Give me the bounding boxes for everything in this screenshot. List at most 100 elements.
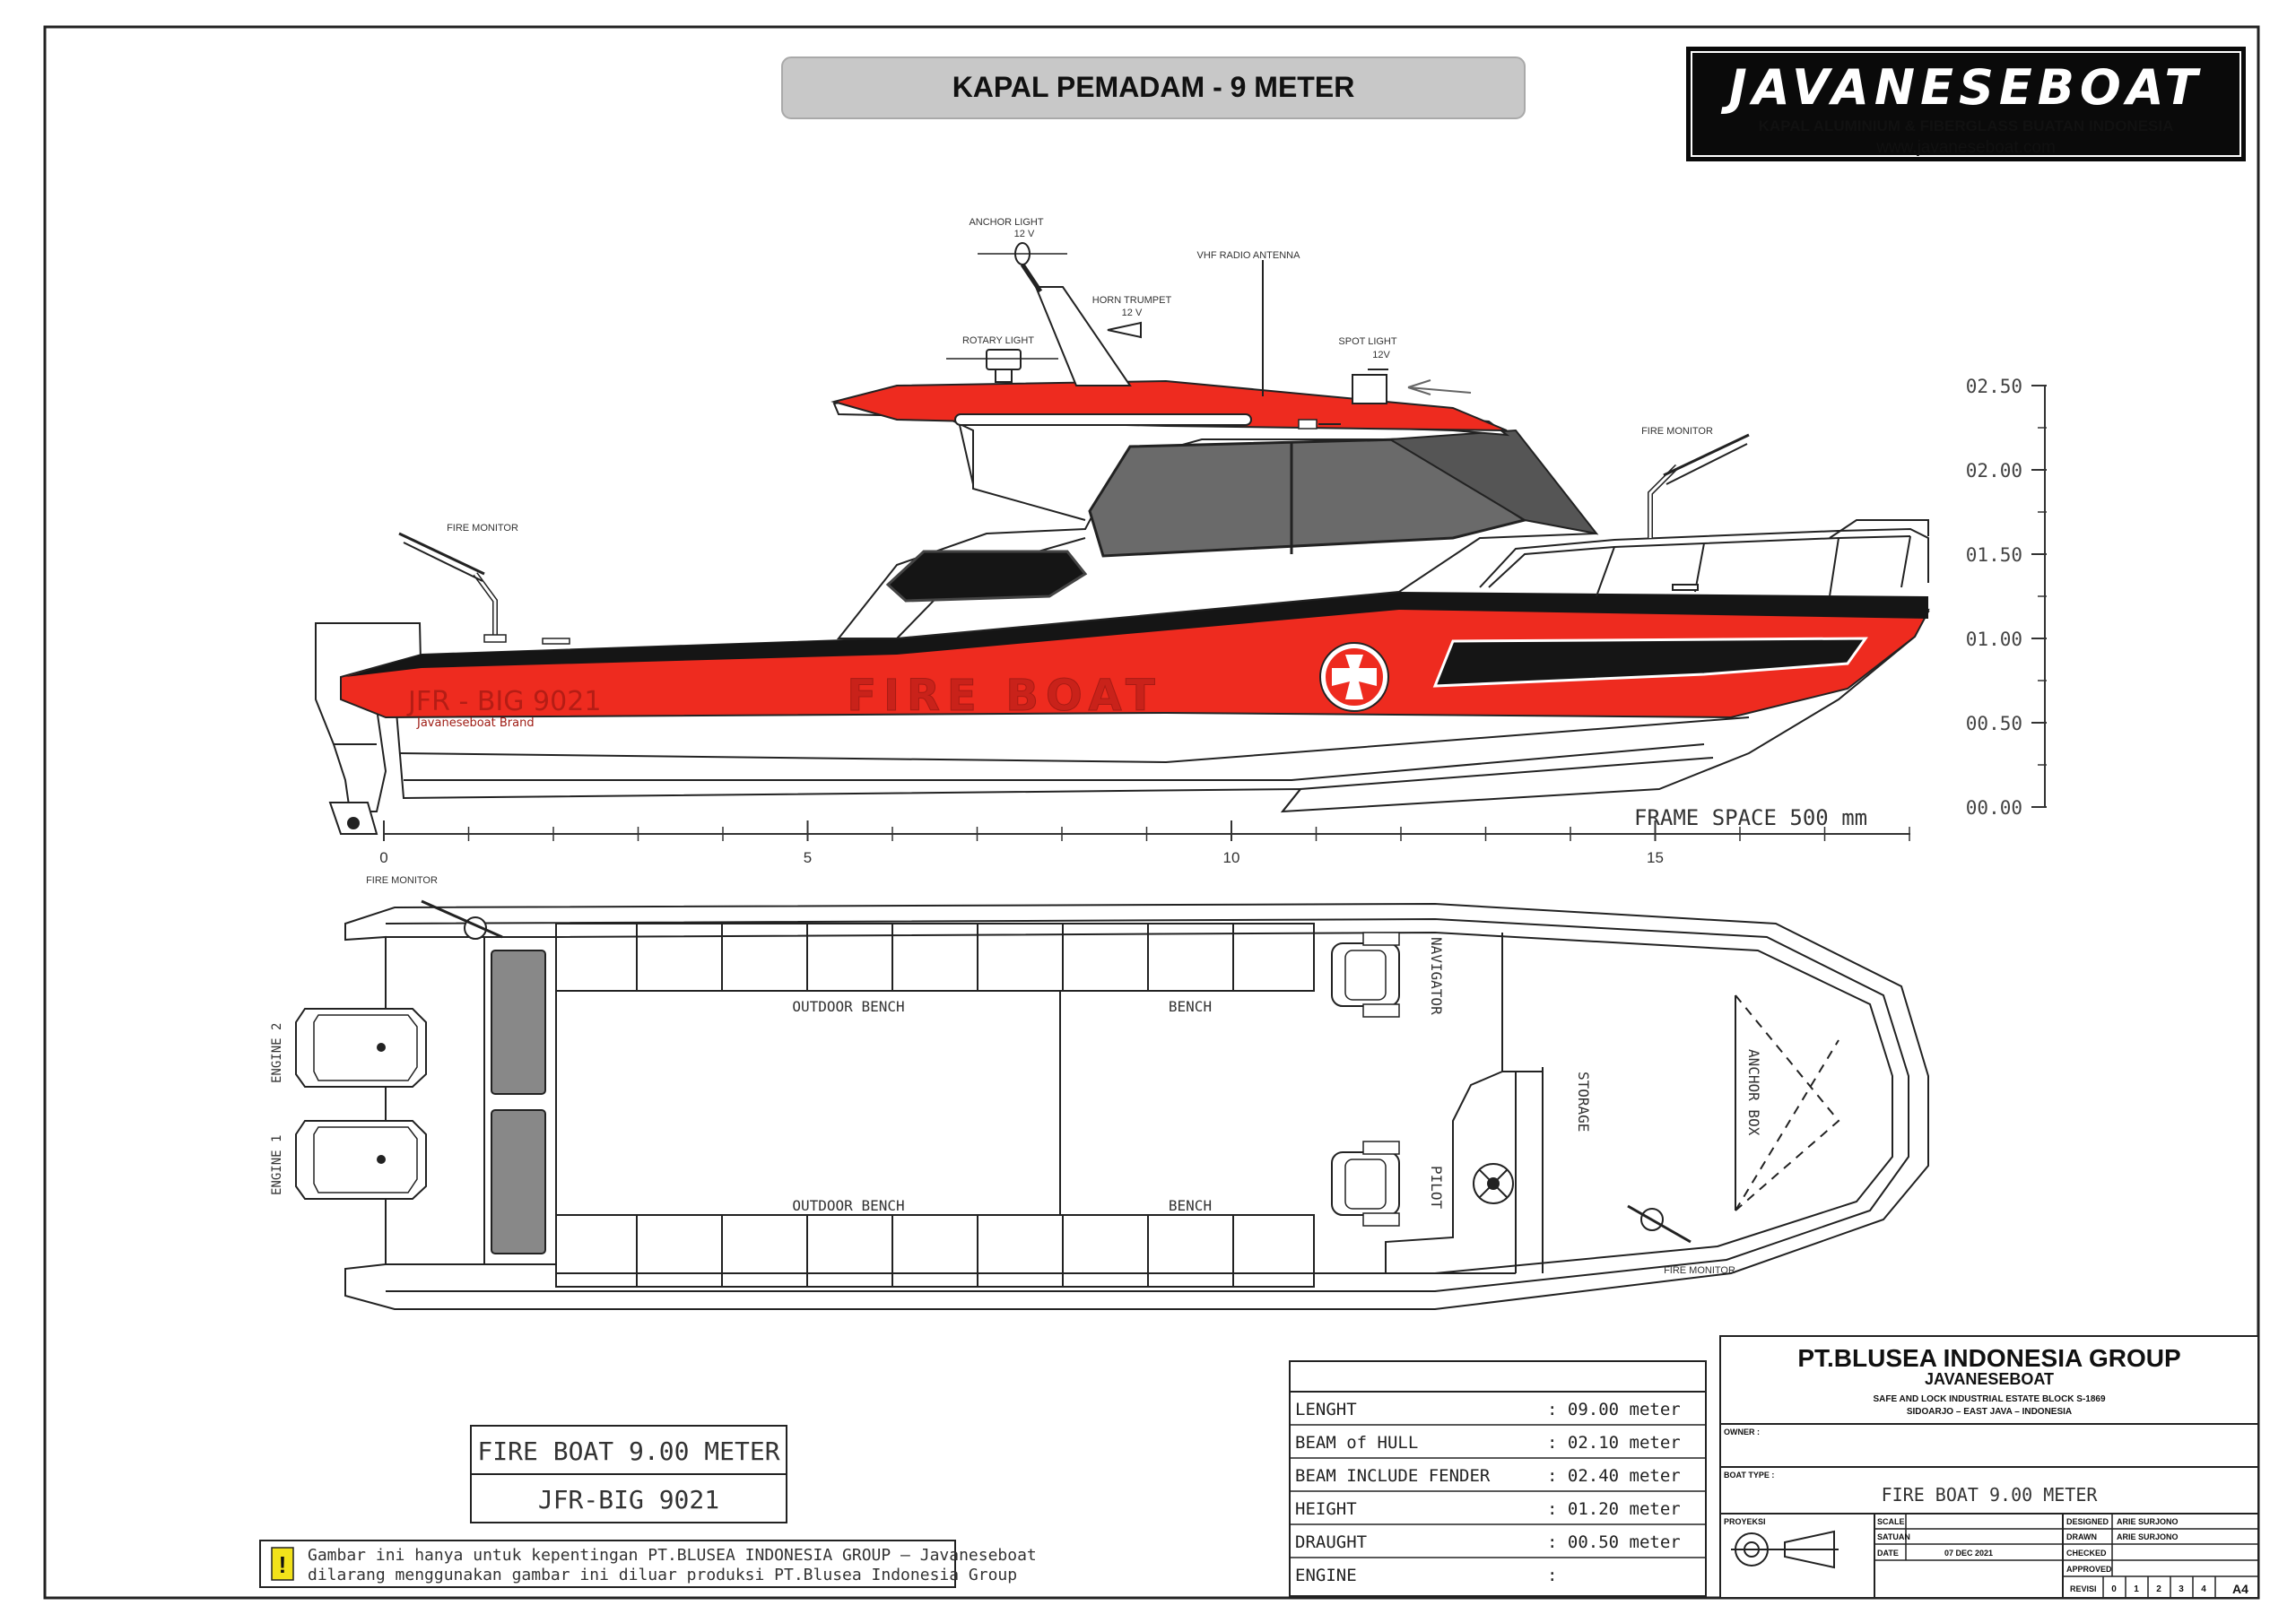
spec-value: :	[1547, 1566, 1557, 1585]
engine-1-label: ENGINE 1	[270, 1135, 284, 1195]
rotary-light-label: ROTARY LIGHT	[962, 335, 1034, 346]
engine-2-label: ENGINE 2	[270, 1023, 284, 1083]
engine-2-plan: ENGINE 2	[270, 1008, 427, 1088]
tb-owner-label: OWNER :	[1724, 1428, 1760, 1436]
navigator-seat	[1331, 932, 1400, 1018]
notice-line-1: Gambar ini hanya untuk kepentingan PT.BL…	[308, 1546, 1037, 1565]
horn-trumpet-volt: 12 V	[1122, 308, 1143, 318]
height-tick-label: 02.00	[1966, 460, 2022, 482]
vhf-antenna-label: VHF RADIO ANTENNA	[1197, 250, 1301, 261]
plan-view: ENGINE 2 ENGINE 1 OUTDOOR BENCH BENCH	[270, 875, 1929, 1310]
tb-company: PT.BLUSEA INDONESIA GROUP	[1797, 1344, 2180, 1372]
tb-date-label: DATE	[1877, 1549, 1899, 1558]
bow-window-stripe	[1432, 637, 1868, 688]
helm-console	[1385, 933, 1544, 1274]
rev-cell: 4	[2201, 1584, 2206, 1594]
notice-box: ! Gambar ini hanya untuk kepentingan PT.…	[259, 1540, 1037, 1588]
height-tick-label: 01.00	[1966, 629, 2022, 650]
tb-brand: JAVANESEBOAT	[1925, 1370, 2054, 1388]
tb-boat-type: FIRE BOAT 9.00 METER	[1882, 1484, 2099, 1506]
mast	[1034, 286, 1132, 386]
engine-1-plan: ENGINE 1	[270, 1120, 427, 1200]
brand-url: www.javaneseboat.com	[1875, 138, 2056, 157]
tb-drawn-by: ARIE SURJONO	[2117, 1532, 2179, 1541]
spot-light: SPOT LIGHT 12V	[1338, 336, 1472, 404]
frame-tick-label: 5	[804, 849, 812, 866]
hull-black-stripe	[345, 592, 1928, 677]
deck-grate-bottom	[491, 1109, 546, 1254]
tb-designed-by: ARIE SURJONO	[2117, 1517, 2179, 1526]
notice-line-2: dilarang menggunakan gambar ini diluar p…	[308, 1566, 1017, 1584]
spec-value: : 02.10 meter	[1547, 1433, 1681, 1453]
spec-label: BEAM INCLUDE FENDER	[1295, 1466, 1491, 1486]
tb-satuan-label: SATUAN	[1877, 1532, 1910, 1541]
rev-cell: 0	[2111, 1584, 2117, 1594]
horn-trumpet: HORN TRUMPET 12 V	[1092, 295, 1172, 339]
warning-icon	[271, 1547, 294, 1581]
brand-tagline: KAPAL ALUMINIUM & FIBERGLASS BUATAN INDO…	[1759, 117, 2174, 135]
rev-cell: 3	[2179, 1584, 2184, 1594]
height-tick-label: 00.50	[1966, 713, 2022, 734]
rotary-light: ROTARY LIGHT	[946, 335, 1058, 383]
model-code: JFR-BIG 9021	[538, 1485, 719, 1515]
storage-label: STORAGE	[1575, 1072, 1592, 1132]
model-box: FIRE BOAT 9.00 METER JFR-BIG 9021	[470, 1425, 787, 1523]
warning-icon-glyph: !	[279, 1551, 287, 1578]
spec-label: ENGINE	[1295, 1566, 1357, 1585]
spec-value: : 01.20 meter	[1547, 1499, 1681, 1519]
hull-registration: JFR - BIG 9021	[406, 686, 601, 717]
frame-scale: 0 5 10 15 FRAME SPACE 500 mm	[379, 805, 1910, 866]
fire-monitor-stern-label: FIRE MONITOR	[447, 523, 518, 534]
tb-revisi-label: REVISI	[2070, 1584, 2097, 1593]
spot-light-label: SPOT LIGHT	[1338, 336, 1396, 347]
anchor-box	[1735, 994, 1840, 1211]
tb-checked-label: CHECKED	[2066, 1549, 2107, 1558]
spec-value: : 09.00 meter	[1547, 1400, 1681, 1419]
frame-tick-label: 0	[379, 849, 387, 866]
projection-symbol	[1731, 1530, 1839, 1569]
hull-brand-sub: Javaneseboat Brand	[416, 716, 535, 730]
frame-space-label: FRAME SPACE 500 mm	[1634, 805, 1867, 830]
spec-label: LENGHT	[1295, 1400, 1357, 1419]
spec-label: HEIGHT	[1295, 1499, 1357, 1519]
pilot-seat	[1331, 1141, 1400, 1227]
tb-address-1: SAFE AND LOCK INDUSTRIAL ESTATE BLOCK S-…	[1873, 1394, 2106, 1404]
deck-grate-top	[491, 950, 546, 1095]
fire-monitor-bow-side: FIRE MONITOR	[1641, 426, 1750, 538]
rev-cell: 2	[2156, 1584, 2161, 1594]
bench-bottom-label: BENCH	[1169, 1197, 1212, 1214]
tb-scale-label: SCALE	[1877, 1517, 1905, 1526]
tb-approved-label: APPROVED	[2066, 1565, 2112, 1574]
tb-address-2: SIDOARJO – EAST JAVA – INDONESIA	[1907, 1407, 2072, 1417]
fire-monitor-stern-plan-label: FIRE MONITOR	[366, 875, 438, 886]
navigator-label: NAVIGATOR	[1428, 937, 1445, 1015]
tb-paper-size: A4	[2232, 1582, 2248, 1596]
anchor-light: ANCHOR LIGHT 12 V	[969, 217, 1067, 293]
cabin-side-window	[885, 550, 1088, 603]
height-tick-label: 02.50	[1966, 376, 2022, 397]
page-title: KAPAL PEMADAM - 9 METER	[952, 71, 1355, 103]
header-title-bar: KAPAL PEMADAM - 9 METER	[781, 56, 1526, 119]
height-tick-label: 01.50	[1966, 544, 2022, 566]
tb-proyeksi-label: PROYEKSI	[1724, 1517, 1766, 1526]
sheet-border	[43, 25, 2260, 1600]
brand-name: JAVANESEBOAT	[1721, 59, 2204, 116]
anchor-light-label: ANCHOR LIGHT	[969, 217, 1043, 228]
tb-designed-label: DESIGNED	[2066, 1517, 2109, 1526]
spec-value: : 00.50 meter	[1547, 1532, 1681, 1552]
title-block: PT.BLUSEA INDONESIA GROUP JAVANESEBOAT S…	[1719, 1335, 2259, 1599]
frame-tick-label: 15	[1647, 849, 1664, 866]
anchor-box-label: ANCHOR BOX	[1745, 1049, 1762, 1136]
horn-trumpet-label: HORN TRUMPET	[1092, 295, 1172, 306]
frame-tick-label: 10	[1223, 849, 1240, 866]
rev-cell: 1	[2134, 1584, 2139, 1594]
bench-row-bottom	[555, 1214, 1315, 1288]
tb-drawn-label: DRAWN	[2066, 1532, 2097, 1541]
outdoor-bench-top-label: OUTDOOR BENCH	[792, 998, 904, 1015]
fire-monitor-stern-side: FIRE MONITOR	[398, 523, 518, 643]
bench-top-label: BENCH	[1169, 998, 1212, 1015]
fire-monitor-bow-label: FIRE MONITOR	[1641, 426, 1713, 437]
